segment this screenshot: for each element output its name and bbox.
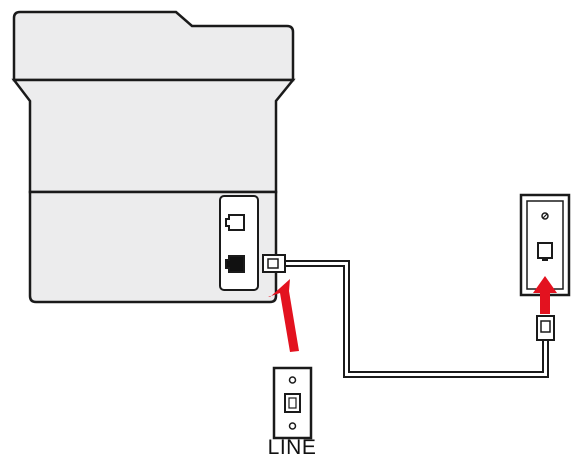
printer-body-upper	[11, 78, 296, 194]
telephone-cable	[291, 260, 549, 378]
printer-scanner-lid	[12, 10, 295, 82]
cable-plug-printer	[262, 254, 291, 273]
up-arrow-icon-wall	[533, 276, 557, 314]
printer-port-panel	[219, 195, 259, 291]
line-jack-label: LINE	[267, 436, 317, 459]
printer-body-lower	[28, 190, 278, 304]
wall-phone-jack-icon	[519, 193, 571, 297]
printer-ext-port[interactable]	[225, 214, 245, 231]
printer-rear-icon	[11, 10, 296, 304]
wall-phone-jack-line-icon	[272, 366, 313, 440]
printer-line-port[interactable]	[225, 255, 245, 273]
up-arrow-icon-device	[268, 279, 299, 352]
cable-plug-wall	[536, 315, 555, 344]
